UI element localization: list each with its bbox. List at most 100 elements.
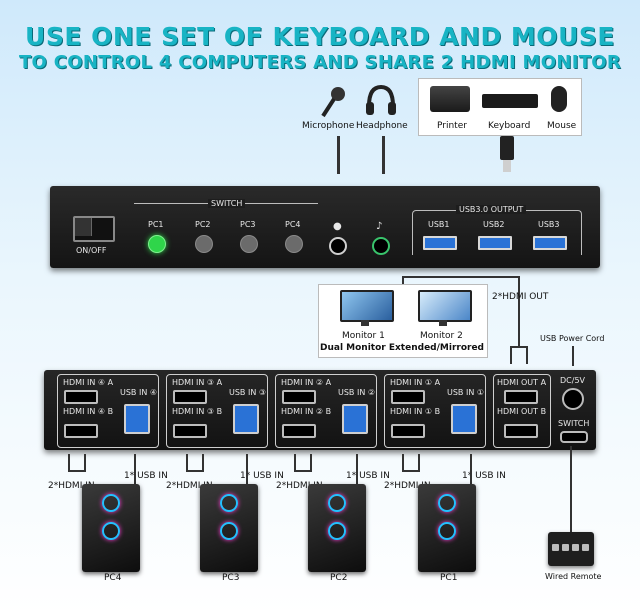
pc1-tower-icon (418, 484, 476, 572)
hdmi-in-4-group (57, 374, 159, 448)
hdmi-in-2b-port[interactable] (282, 424, 316, 438)
hdmi-out-connector-v2 (518, 276, 520, 346)
speaker-symbol-icon: ♪ (376, 221, 383, 232)
pc1-usb-cable (470, 454, 472, 484)
pc1-cable-join (402, 470, 420, 472)
hdmi-in-1b-port[interactable] (391, 424, 425, 438)
pc2-usb-cable (356, 454, 358, 484)
pc4-usb-in-label: 1* USB IN (124, 471, 168, 481)
mic-symbol-icon: ● (333, 221, 342, 232)
microphone-jack[interactable] (329, 237, 347, 255)
usb-in-2-label: USB IN ② (338, 388, 376, 397)
hdmi-in-1a-port[interactable] (391, 390, 425, 404)
pc4-button[interactable] (285, 235, 303, 253)
hdmi-in-3a-port[interactable] (173, 390, 207, 404)
power-switch[interactable] (73, 216, 115, 242)
pc3-hdmi-in-label: 2*HDMI IN (166, 481, 213, 491)
hdmi-in-1-group (384, 374, 486, 448)
hdmi-in-2a-port[interactable] (282, 390, 316, 404)
pc2-tower-icon (308, 484, 366, 572)
usb3-port[interactable] (533, 236, 567, 250)
mouse-icon (551, 86, 567, 112)
monitor-2-icon (418, 290, 472, 322)
hdmi-in-1b-label: HDMI IN ① B (390, 407, 441, 416)
hdmi-out-fork-b (526, 346, 528, 364)
pc2-button[interactable] (195, 235, 213, 253)
usb-in-3-label: USB IN ③ (229, 388, 267, 397)
usb-in-4-label: USB IN ④ (120, 388, 158, 397)
hdmi-out-group (493, 374, 551, 448)
printer-label: Printer (437, 121, 467, 131)
power-label: ON/OFF (76, 246, 107, 255)
monitor-1-label: Monitor 1 (342, 331, 385, 341)
hdmi-out-a-port[interactable] (504, 390, 538, 404)
usb-output-label: USB3.0 OUTPUT (456, 205, 527, 214)
pc1-hdmi-in-label: 2*HDMI IN (384, 481, 431, 491)
dc-power-port[interactable] (562, 388, 584, 410)
usb2-port[interactable] (478, 236, 512, 250)
dc-label: DC/5V (560, 376, 586, 385)
microphone-cable (337, 136, 340, 174)
switch-port-label: SWITCH (558, 419, 590, 428)
headline-line-2: TO CONTROL 4 COMPUTERS AND SHARE 2 HDMI … (18, 52, 622, 73)
microphone-label: Microphone (302, 121, 355, 131)
pc4-cable-a (68, 454, 70, 472)
pc1-label: PC1 (148, 220, 164, 229)
pc4-tower-icon (82, 484, 140, 572)
pc1-name: PC1 (440, 573, 458, 583)
usb3-label: USB3 (538, 220, 560, 229)
pc2-label: PC2 (195, 220, 211, 229)
monitor-2-label: Monitor 2 (420, 331, 463, 341)
hdmi-out-b-label: HDMI OUT B (497, 407, 547, 416)
switch-port[interactable] (560, 431, 588, 443)
pc3-button[interactable] (240, 235, 258, 253)
kvm-front-panel (50, 186, 600, 268)
usb-in-2-port[interactable] (342, 404, 368, 434)
hdmi-in-3b-port[interactable] (173, 424, 207, 438)
pc2-hdmi-in-label: 2*HDMI IN (276, 481, 323, 491)
pc2-cable-join (294, 470, 312, 472)
pc3-label: PC3 (240, 220, 256, 229)
hdmi-out-a-label: HDMI OUT A (497, 378, 547, 387)
hdmi-out-connector-h (402, 276, 520, 278)
pc3-usb-cable (246, 454, 248, 484)
hdmi-in-2-group (275, 374, 377, 448)
hdmi-out-fork (510, 346, 528, 348)
hdmi-out-label: 2*HDMI OUT (492, 292, 549, 302)
headphone-label: Headphone (356, 121, 408, 131)
monitor-2-stand-icon (439, 320, 447, 326)
remote-cable (570, 446, 572, 532)
usb-in-1-port[interactable] (451, 404, 477, 434)
pc1-usb-in-label: 1* USB IN (462, 471, 506, 481)
pc4-hdmi-in-label: 2*HDMI IN (48, 481, 95, 491)
microphone-icon (318, 86, 348, 124)
usb-in-3-port[interactable] (233, 404, 259, 434)
pc3-cable-join (186, 470, 204, 472)
monitor-1-stand-icon (361, 320, 369, 326)
pc1-cable-a (402, 454, 404, 472)
hdmi-out-fork-a (510, 346, 512, 364)
hdmi-in-3a-label: HDMI IN ③ A (172, 378, 223, 387)
headphone-cable (382, 136, 385, 174)
headphone-icon (365, 84, 397, 122)
usb1-label: USB1 (428, 220, 450, 229)
usb1-port[interactable] (423, 236, 457, 250)
headphone-jack[interactable] (372, 237, 390, 255)
pc4-name: PC4 (104, 573, 122, 583)
headline-line-1: USE ONE SET OF KEYBOARD AND MOUSE (25, 22, 615, 51)
keyboard-icon (482, 94, 538, 108)
hdmi-out-b-port[interactable] (504, 424, 538, 438)
hdmi-out-connector-v1 (402, 276, 404, 284)
hdmi-in-4b-label: HDMI IN ④ B (63, 407, 114, 416)
hdmi-in-4a-label: HDMI IN ④ A (63, 378, 114, 387)
usb-a-plug-icon (500, 136, 514, 160)
pc1-button[interactable] (148, 235, 166, 253)
wired-remote-icon (548, 532, 594, 566)
power-cord-line (572, 346, 574, 366)
pc3-name: PC3 (222, 573, 240, 583)
hdmi-in-3b-label: HDMI IN ③ B (172, 407, 223, 416)
hdmi-in-4b-port[interactable] (64, 424, 98, 438)
usb-in-4-port[interactable] (124, 404, 150, 434)
hdmi-in-4a-port[interactable] (64, 390, 98, 404)
pc1-cable-b (418, 454, 420, 472)
